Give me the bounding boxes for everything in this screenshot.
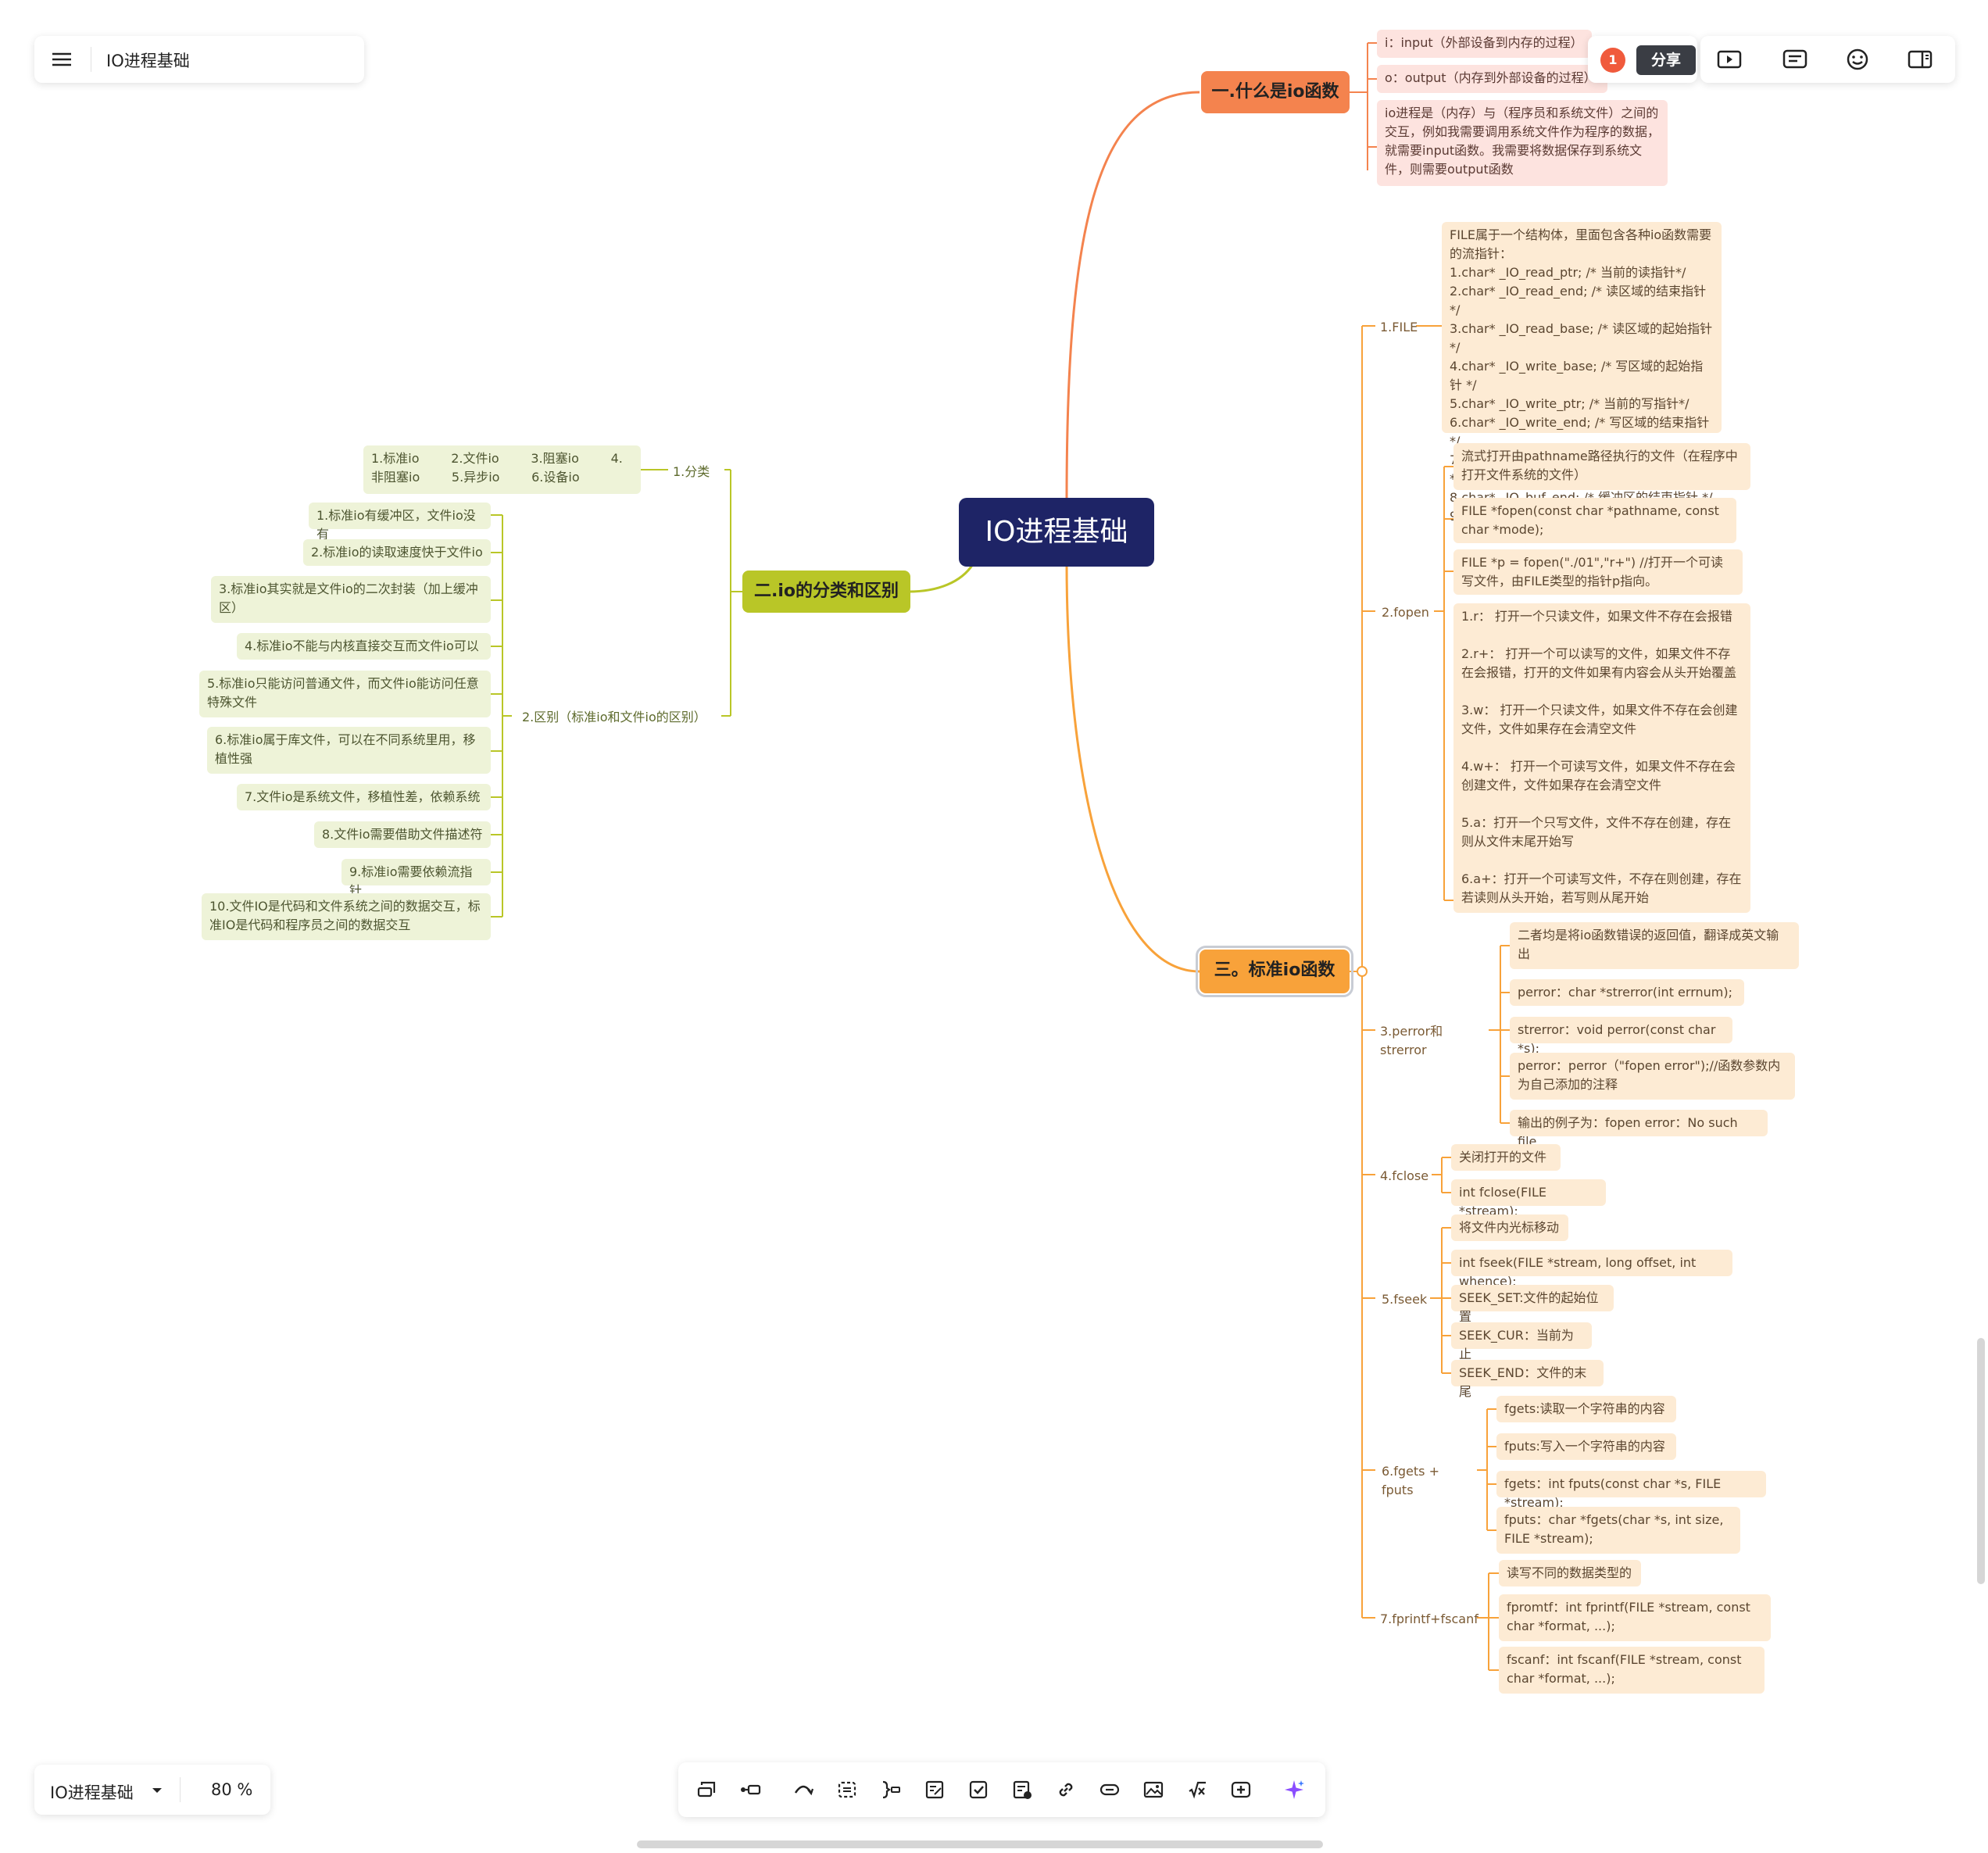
b2-diff-2[interactable]: 2.标准io的读取速度快于文件io: [303, 539, 491, 566]
b1-leaf-description[interactable]: io进程是（内存）与（程序员和系统文件）之间的交互，例如我需要调用系统文件作为程…: [1377, 100, 1668, 186]
branch-io-classification[interactable]: 二.io的分类和区别: [742, 571, 910, 613]
b3-sub-file[interactable]: 1.FILE: [1375, 314, 1418, 338]
b2-diff-10[interactable]: 10.文件IO是代码和文件系统之间的数据交互，标准IO是代码和程序员之间的数据交…: [202, 893, 491, 940]
b3-fgets-proto[interactable]: fgets：int fputs(const char *s, FILE *str…: [1496, 1471, 1766, 1510]
b3-fputs-desc[interactable]: fputs:写入一个字符串的内容: [1496, 1433, 1676, 1460]
boundary-icon[interactable]: [831, 1774, 863, 1805]
insert-more-icon[interactable]: [1225, 1774, 1257, 1805]
horizontal-scrollbar[interactable]: [637, 1840, 1323, 1848]
note-icon[interactable]: [919, 1774, 950, 1805]
zoom-level[interactable]: 80 %: [211, 1780, 253, 1799]
b3-fgets-desc[interactable]: fgets:读取一个字符串的内容: [1496, 1396, 1676, 1422]
add-child-topic-icon[interactable]: [735, 1774, 766, 1805]
b3-fopen-example[interactable]: FILE *p = fopen("./01","r+") //打开一个可读写文件…: [1453, 549, 1743, 595]
header-panel: IO进程基础: [34, 36, 364, 83]
sidebar-toggle-icon[interactable]: [1907, 47, 1933, 72]
b3-fprintf-desc[interactable]: 读写不同的数据类型的: [1499, 1560, 1641, 1586]
dropdown-caret-icon[interactable]: [148, 1782, 166, 1799]
menu-icon[interactable]: [50, 48, 73, 70]
b3-fseek-set[interactable]: SEEK_SET:文件的起始位置: [1451, 1285, 1614, 1324]
b3-fprintf-proto[interactable]: fpromtf：int fprintf(FILE *stream, const …: [1499, 1594, 1771, 1641]
b1-leaf-input[interactable]: i：input（外部设备到内存的过程）: [1377, 30, 1592, 58]
topic-link-icon[interactable]: [1094, 1774, 1125, 1805]
b3-fclose-proto[interactable]: int fclose(FILE *stream);: [1451, 1179, 1606, 1218]
vertical-scrollbar[interactable]: [1977, 1338, 1985, 1584]
comment-icon[interactable]: [1782, 47, 1808, 72]
b3-fclose-desc[interactable]: 关闭打开的文件: [1451, 1144, 1561, 1171]
bottom-toolbar: [678, 1762, 1325, 1817]
b3-sub-fseek[interactable]: 5.fseek: [1377, 1286, 1430, 1310]
image-icon[interactable]: [1138, 1774, 1169, 1805]
b3-fputs-proto[interactable]: fputs：char *fgets(char *s, int size, FIL…: [1496, 1507, 1740, 1554]
b2-diff-5[interactable]: 5.标准io只能访问普通文件，而文件io能访问任意特殊文件: [199, 671, 491, 717]
b3-perror-example[interactable]: perror：perror（"fopen error");//函数参数内为自己添…: [1510, 1053, 1795, 1100]
present-icon[interactable]: [1716, 47, 1743, 72]
page-title[interactable]: IO进程基础: [106, 52, 190, 70]
b2-sub-classification[interactable]: 1.分类: [668, 459, 724, 482]
add-sibling-topic-icon[interactable]: [691, 1774, 722, 1805]
b2-diff-1[interactable]: 1.标准io有缓冲区，文件io没有: [309, 503, 491, 542]
branch-standard-io[interactable]: 三。标准io函数: [1196, 946, 1353, 997]
b3-fopen-desc[interactable]: 流式打开由pathname路径执行的文件（在程序中打开文件系统的文件）: [1453, 443, 1750, 490]
link-icon[interactable]: [1050, 1774, 1082, 1805]
share-button[interactable]: 分享: [1636, 45, 1696, 75]
b3-sub-fgets-fputs[interactable]: 6.fgets + fputs: [1377, 1458, 1477, 1497]
b3-sub-fclose[interactable]: 4.fclose: [1375, 1163, 1432, 1186]
b3-perror-strerror[interactable]: perror：char *strerror(int errnum);: [1510, 979, 1744, 1006]
b3-fopen-modes[interactable]: 1.r： 打开一个只读文件，如果文件不存在会报错 2.r+： 打开一个可以读写的…: [1453, 603, 1750, 913]
share-panel: 1 分享: [1588, 36, 1697, 83]
emoji-icon[interactable]: [1844, 47, 1871, 72]
b2-diff-4[interactable]: 4.标准io不能与内核直接交互而文件io可以: [237, 633, 491, 660]
summary-icon[interactable]: [875, 1774, 906, 1805]
b3-sub-perror[interactable]: 3.perror和strerror: [1375, 1018, 1489, 1057]
b3-sub-fprintf-fscanf[interactable]: 7.fprintf+fscanf: [1375, 1606, 1478, 1629]
b3-perror-perror[interactable]: strerror：void perror(const char *s);: [1510, 1017, 1732, 1056]
ai-sparkle-icon[interactable]: [1278, 1774, 1310, 1805]
b2-diff-7[interactable]: 7.文件io是系统文件，移植性差，依赖系统: [237, 784, 491, 810]
view-toolbar: [1700, 36, 1955, 83]
document-switcher: IO进程基础 80 %: [34, 1765, 270, 1815]
label-icon[interactable]: [1007, 1774, 1038, 1805]
b3-fopen-proto[interactable]: FILE *fopen(const char *pathname, const …: [1453, 498, 1736, 543]
b2-diff-3[interactable]: 3.标准io其实就是文件io的二次封装（加上缓冲区）: [211, 576, 491, 623]
zoom-divider: [180, 1777, 181, 1802]
b3-perror-desc[interactable]: 二者均是将io函数错误的返回值，翻译成英文输出: [1510, 922, 1799, 969]
task-checkbox-icon[interactable]: [963, 1774, 994, 1805]
b1-leaf-output[interactable]: o：output（内存到外部设备的过程）: [1377, 65, 1607, 93]
document-name[interactable]: IO进程基础: [50, 1783, 134, 1802]
b3-fseek-cur[interactable]: SEEK_CUR：当前为止: [1451, 1322, 1592, 1361]
b3-file-struct[interactable]: FILE属于一个结构体，里面包含各种io函数需要的流指针： 1.char* _I…: [1442, 222, 1722, 524]
collaborator-badge[interactable]: 1: [1600, 48, 1625, 73]
b3-fseek-proto[interactable]: int fseek(FILE *stream, long offset, int…: [1451, 1250, 1732, 1289]
root-node[interactable]: IO进程基础: [959, 498, 1154, 567]
b2-sub-difference[interactable]: 2.区别（标准io和文件io的区别）: [517, 704, 720, 728]
b2-diff-8[interactable]: 8.文件io需要借助文件描述符: [314, 821, 491, 848]
branch-what-is-io[interactable]: 一.什么是io函数: [1201, 71, 1350, 113]
b3-fscanf-proto[interactable]: fscanf：int fscanf(FILE *stream, const ch…: [1499, 1647, 1765, 1694]
b2-diff-9[interactable]: 9.标准io需要依赖流指针: [341, 859, 491, 898]
b3-fseek-end[interactable]: SEEK_END：文件的末尾: [1451, 1360, 1604, 1399]
b2-diff-6[interactable]: 6.标准io属于库文件，可以在不同系统里用，移植性强: [207, 727, 491, 774]
b3-fseek-desc[interactable]: 将文件内光标移动: [1451, 1214, 1568, 1241]
b3-perror-output[interactable]: 输出的例子为：fopen error：No such file: [1510, 1110, 1768, 1149]
b3-sub-fopen[interactable]: 2.fopen: [1377, 599, 1434, 623]
relationship-icon[interactable]: [788, 1774, 819, 1805]
b2-leaf-types[interactable]: 1.标准io 2.文件io 3.阻塞io 4.非阻塞io 5.异步io 6.设备…: [363, 445, 641, 494]
formula-icon[interactable]: [1182, 1774, 1213, 1805]
